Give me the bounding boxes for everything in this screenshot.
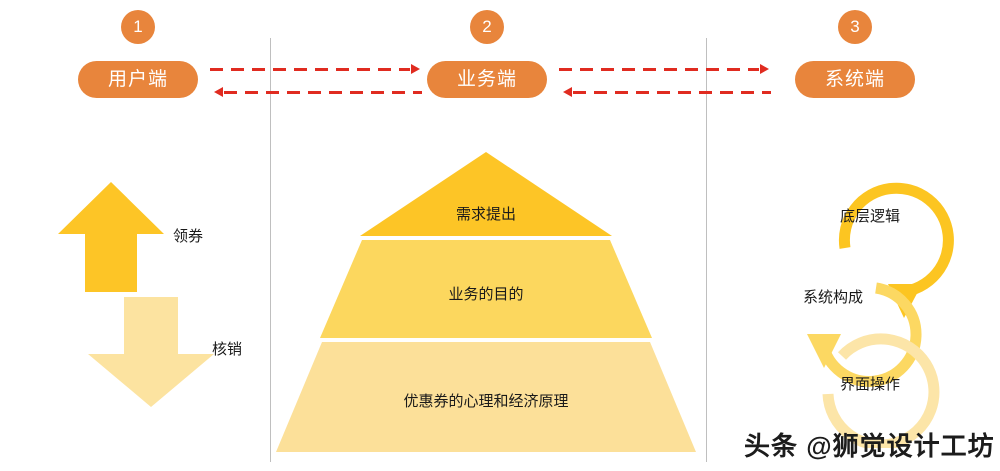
cycle-ring-3 [822, 333, 940, 448]
pyramid-label-base: 优惠券的心理和经济原理 [403, 393, 569, 410]
step-badge-1: 1 [121, 10, 155, 44]
pill-business-end[interactable]: 业务端 [427, 61, 547, 98]
connector-business-system [559, 62, 771, 98]
arrowhead-left-2 [563, 87, 572, 97]
pyramid-label-middle: 业务的目的 [448, 286, 524, 303]
pyramid-level-base [276, 342, 696, 452]
pyramid-level-middle [320, 240, 652, 338]
pyramid-level-apex [360, 152, 612, 236]
cycle-label-3: 界面操作 [840, 376, 901, 393]
cycle-label-1: 底层逻辑 [840, 208, 901, 225]
watermark: 头条 @狮觉设计工坊 [744, 431, 995, 461]
pill-system-end[interactable]: 系统端 [795, 61, 915, 98]
column-divider-right [706, 38, 707, 462]
cycle-ring-2 [807, 282, 922, 387]
dash-line-back [224, 91, 422, 94]
dash-line-forward [210, 68, 410, 71]
step-badge-3: 3 [838, 10, 872, 44]
dash-line-back [573, 91, 771, 94]
down-arrow-label: 核销 [212, 341, 243, 358]
arrowhead-right-2 [760, 64, 769, 74]
arrowhead-left-1 [214, 87, 223, 97]
up-arrow-label: 领券 [173, 228, 204, 245]
step-badge-2: 2 [470, 10, 504, 44]
dash-line-forward [559, 68, 759, 71]
connector-user-business [210, 62, 422, 98]
up-arrow-get-coupon [58, 182, 164, 292]
pyramid-label-apex: 需求提出 [455, 206, 516, 223]
cycle-label-2: 系统构成 [803, 289, 864, 306]
arrowhead-right-1 [411, 64, 420, 74]
pill-user-end[interactable]: 用户端 [78, 61, 198, 98]
column-divider-left [270, 38, 271, 462]
down-arrow-redeem [88, 297, 214, 407]
cycle-diagram [807, 182, 954, 448]
pyramid-chart [276, 152, 696, 452]
